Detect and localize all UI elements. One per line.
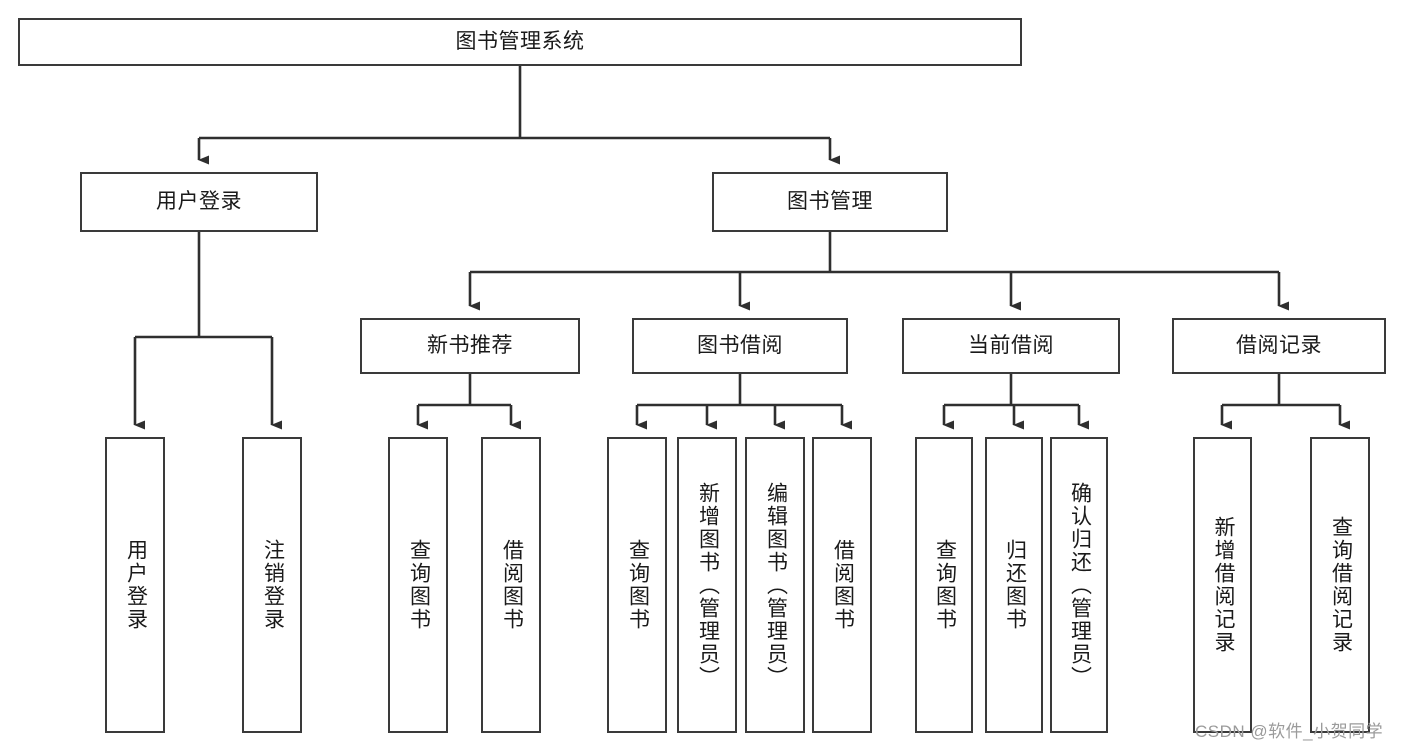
node-label: 查询图书 [407, 539, 431, 631]
node-current-borrow[interactable]: 当前借阅 [902, 318, 1120, 374]
node-new-book-recommend[interactable]: 新书推荐 [360, 318, 580, 374]
node-label: 用户登录 [124, 539, 148, 631]
node-label: 新增借阅记录 [1211, 516, 1235, 654]
node-leaf-return-book[interactable]: 归还图书 [985, 437, 1043, 733]
node-label: 借阅图书 [500, 539, 524, 631]
node-label: 借阅记录 [1236, 334, 1322, 358]
node-leaf-borrow-book-rec[interactable]: 借阅图书 [481, 437, 541, 733]
node-label: 确认归还（管理员） [1068, 481, 1092, 689]
node-leaf-query-book-borrow[interactable]: 查询图书 [607, 437, 667, 733]
node-leaf-query-book-rec[interactable]: 查询图书 [388, 437, 448, 733]
node-user-login[interactable]: 用户登录 [80, 172, 318, 232]
node-leaf-user-login[interactable]: 用户登录 [105, 437, 165, 733]
node-leaf-query-book-current[interactable]: 查询图书 [915, 437, 973, 733]
node-label: 注销登录 [261, 539, 285, 631]
node-label: 借阅图书 [831, 539, 855, 631]
node-book-borrow[interactable]: 图书借阅 [632, 318, 848, 374]
node-borrow-record[interactable]: 借阅记录 [1172, 318, 1386, 374]
node-label: 归还图书 [1003, 539, 1027, 631]
node-label: 查询图书 [933, 539, 957, 631]
watermark-text: CSDN @软件_小贺同学 [1195, 722, 1384, 741]
node-label: 图书管理 [787, 190, 873, 214]
connector-borrowrecord-to-leaves [1220, 374, 1350, 430]
node-label: 编辑图书（管理员） [764, 481, 788, 689]
connector-currentborrow-to-leaves [942, 374, 1089, 430]
node-label: 查询借阅记录 [1329, 516, 1353, 654]
node-leaf-borrow-book[interactable]: 借阅图书 [812, 437, 872, 733]
node-label: 当前借阅 [968, 334, 1054, 358]
connector-newbook-to-leaves [416, 374, 521, 430]
connector-bookmgmt-to-level3 [468, 232, 1289, 311]
connector-bookborrow-to-leaves [635, 374, 852, 430]
node-leaf-confirm-return[interactable]: 确认归还（管理员） [1050, 437, 1108, 733]
node-label: 图书借阅 [697, 334, 783, 358]
connector-root-to-level2 [197, 66, 840, 165]
node-label: 新增图书（管理员） [696, 481, 720, 689]
node-leaf-edit-book[interactable]: 编辑图书（管理员） [745, 437, 805, 733]
node-label: 图书管理系统 [455, 30, 585, 54]
node-leaf-query-record[interactable]: 查询借阅记录 [1310, 437, 1370, 733]
node-label: 新书推荐 [427, 334, 513, 358]
node-book-management[interactable]: 图书管理 [712, 172, 948, 232]
node-label: 用户登录 [156, 190, 242, 214]
node-leaf-logout[interactable]: 注销登录 [242, 437, 302, 733]
node-leaf-add-record[interactable]: 新增借阅记录 [1193, 437, 1252, 733]
node-root-system[interactable]: 图书管理系统 [18, 18, 1022, 66]
node-leaf-add-book[interactable]: 新增图书（管理员） [677, 437, 737, 733]
connector-userlogin-to-leaves [133, 232, 282, 430]
node-label: 查询图书 [626, 539, 650, 631]
